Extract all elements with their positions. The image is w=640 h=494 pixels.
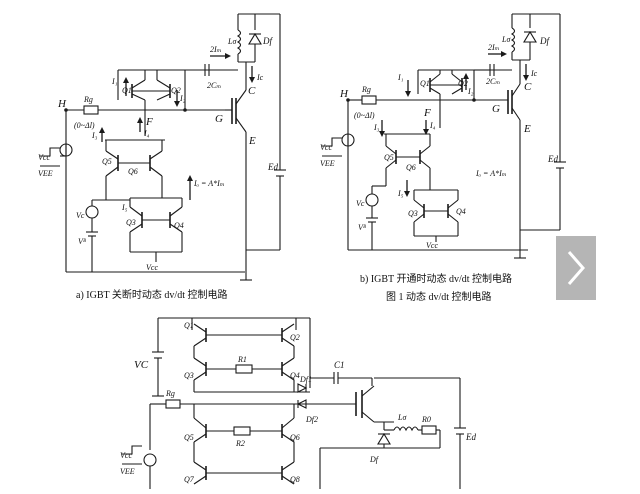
- label-q6: Q6: [406, 163, 416, 172]
- label-q1: Q1: [122, 86, 132, 95]
- label-q2: Q2: [458, 79, 468, 88]
- label-i3: I₃: [91, 131, 98, 140]
- label-ic: Ic: [256, 73, 264, 82]
- label-i1: I₁: [111, 77, 118, 86]
- label-vb: Vᴮ: [358, 223, 367, 232]
- label-l: Lσ: [501, 35, 511, 44]
- label-e: E: [248, 135, 256, 147]
- label-2im: 2Iₘ: [210, 45, 222, 54]
- label-vge-top: Vcc: [38, 153, 50, 162]
- caption-figure: 图 1 动态 dv/dt 控制电路: [386, 290, 492, 303]
- label-vge-bot: VEE: [320, 159, 335, 168]
- label-range: (0~Δl): [354, 111, 375, 120]
- label-rg: Rg: [165, 389, 175, 398]
- label-ed: Ed: [267, 162, 278, 172]
- label-r1: R1: [237, 355, 247, 364]
- label-ed: Ed: [547, 154, 558, 164]
- label-f: F: [145, 116, 153, 128]
- label-df1: Df1: [299, 375, 312, 384]
- label-df2: Df2: [305, 415, 318, 424]
- label-r2: R2: [235, 439, 245, 448]
- caption-b: b) IGBT 开通时动态 dv/dt 控制电路: [360, 272, 512, 285]
- label-2cm: 2Cₘ: [207, 81, 221, 90]
- label-vb: Vᴮ: [78, 237, 87, 246]
- label-i3: I₃: [373, 123, 380, 132]
- label-i1: I₁: [397, 73, 404, 82]
- label-rg: Rg: [361, 85, 371, 94]
- label-vc: VC: [134, 359, 149, 371]
- label-q3: Q3: [126, 218, 136, 227]
- label-q5: Q5: [102, 157, 112, 166]
- label-ic: Ic: [530, 69, 538, 78]
- label-i2: I₂: [179, 94, 186, 103]
- label-2cm: 2Cₘ: [486, 77, 500, 86]
- label-g: G: [215, 113, 223, 125]
- label-vge-top: Vcc: [120, 451, 132, 460]
- label-rg: Rg: [83, 95, 93, 104]
- label-h: H: [339, 88, 349, 100]
- label-vcc: Vcc: [146, 263, 158, 272]
- label-q3: Q3: [184, 371, 194, 380]
- label-q5: Q5: [384, 153, 394, 162]
- label-i5: I₅: [397, 189, 404, 198]
- label-c: C: [248, 85, 256, 97]
- label-vcc: Vcc: [426, 241, 438, 250]
- label-range: (0~Δl): [74, 121, 95, 130]
- circuit-a: H Rg I₁ Q1 Q2 I₂ 2Iₘ 2Cₘ Lσ Df Ic C G E …: [38, 13, 286, 281]
- label-q6: Q6: [128, 167, 138, 176]
- label-q1: Q1: [420, 79, 430, 88]
- label-q4: Q4: [174, 221, 184, 230]
- label-ro: R0: [421, 415, 431, 424]
- label-i5: I₅: [121, 203, 128, 212]
- label-vge-bot: VEE: [38, 169, 53, 178]
- label-df: Df: [369, 455, 380, 464]
- label-vc: Vc: [356, 199, 365, 208]
- label-vge-top: Vcc: [320, 143, 332, 152]
- label-e: E: [523, 123, 531, 135]
- label-df: Df: [262, 36, 273, 46]
- label-i4: I₄: [143, 129, 150, 138]
- label-q1: Q1: [184, 321, 194, 330]
- label-q4: Q4: [456, 207, 466, 216]
- label-q6: Q6: [290, 433, 300, 442]
- label-q2: Q2: [290, 333, 300, 342]
- caption-a: a) IGBT 关断时动态 dv/dt 控制电路: [76, 288, 227, 301]
- chevron-right-icon: [567, 251, 585, 285]
- label-c: C: [524, 81, 532, 93]
- label-vge-bot: VEE: [120, 467, 135, 476]
- label-g: G: [492, 103, 500, 115]
- label-q3: Q3: [408, 209, 418, 218]
- label-h: H: [57, 98, 67, 110]
- label-q2: Q2: [171, 86, 181, 95]
- next-image-button[interactable]: [556, 236, 596, 300]
- label-f: F: [423, 107, 431, 119]
- label-c1: C1: [334, 360, 345, 370]
- circuit-c: Q1 Q2 Q3 Q4 R1 Q5 Q6 Q7 Q8 R2 VC Rg Df1 …: [120, 317, 476, 489]
- label-i2: I₂: [467, 87, 474, 96]
- label-q7: Q7: [184, 475, 195, 484]
- label-ia: Iₐ = A*Iₘ: [475, 169, 507, 178]
- label-i4: I₄: [429, 121, 436, 130]
- label-q4: Q4: [290, 371, 300, 380]
- label-ia: Iₐ = A*Iₘ: [193, 179, 225, 188]
- circuit-b: H Rg I₁ Q1 Q2 I₂ 2Iₘ 2Cₘ Lσ Df Ic C G E …: [320, 13, 566, 259]
- label-lo: Lσ: [397, 413, 407, 422]
- label-q8: Q8: [290, 475, 300, 484]
- label-q5: Q5: [184, 433, 194, 442]
- label-vc: Vc: [76, 211, 85, 220]
- label-2im: 2Iₘ: [488, 43, 500, 52]
- label-l: Lσ: [227, 37, 237, 46]
- label-ed: Ed: [465, 432, 476, 442]
- label-df: Df: [539, 36, 550, 46]
